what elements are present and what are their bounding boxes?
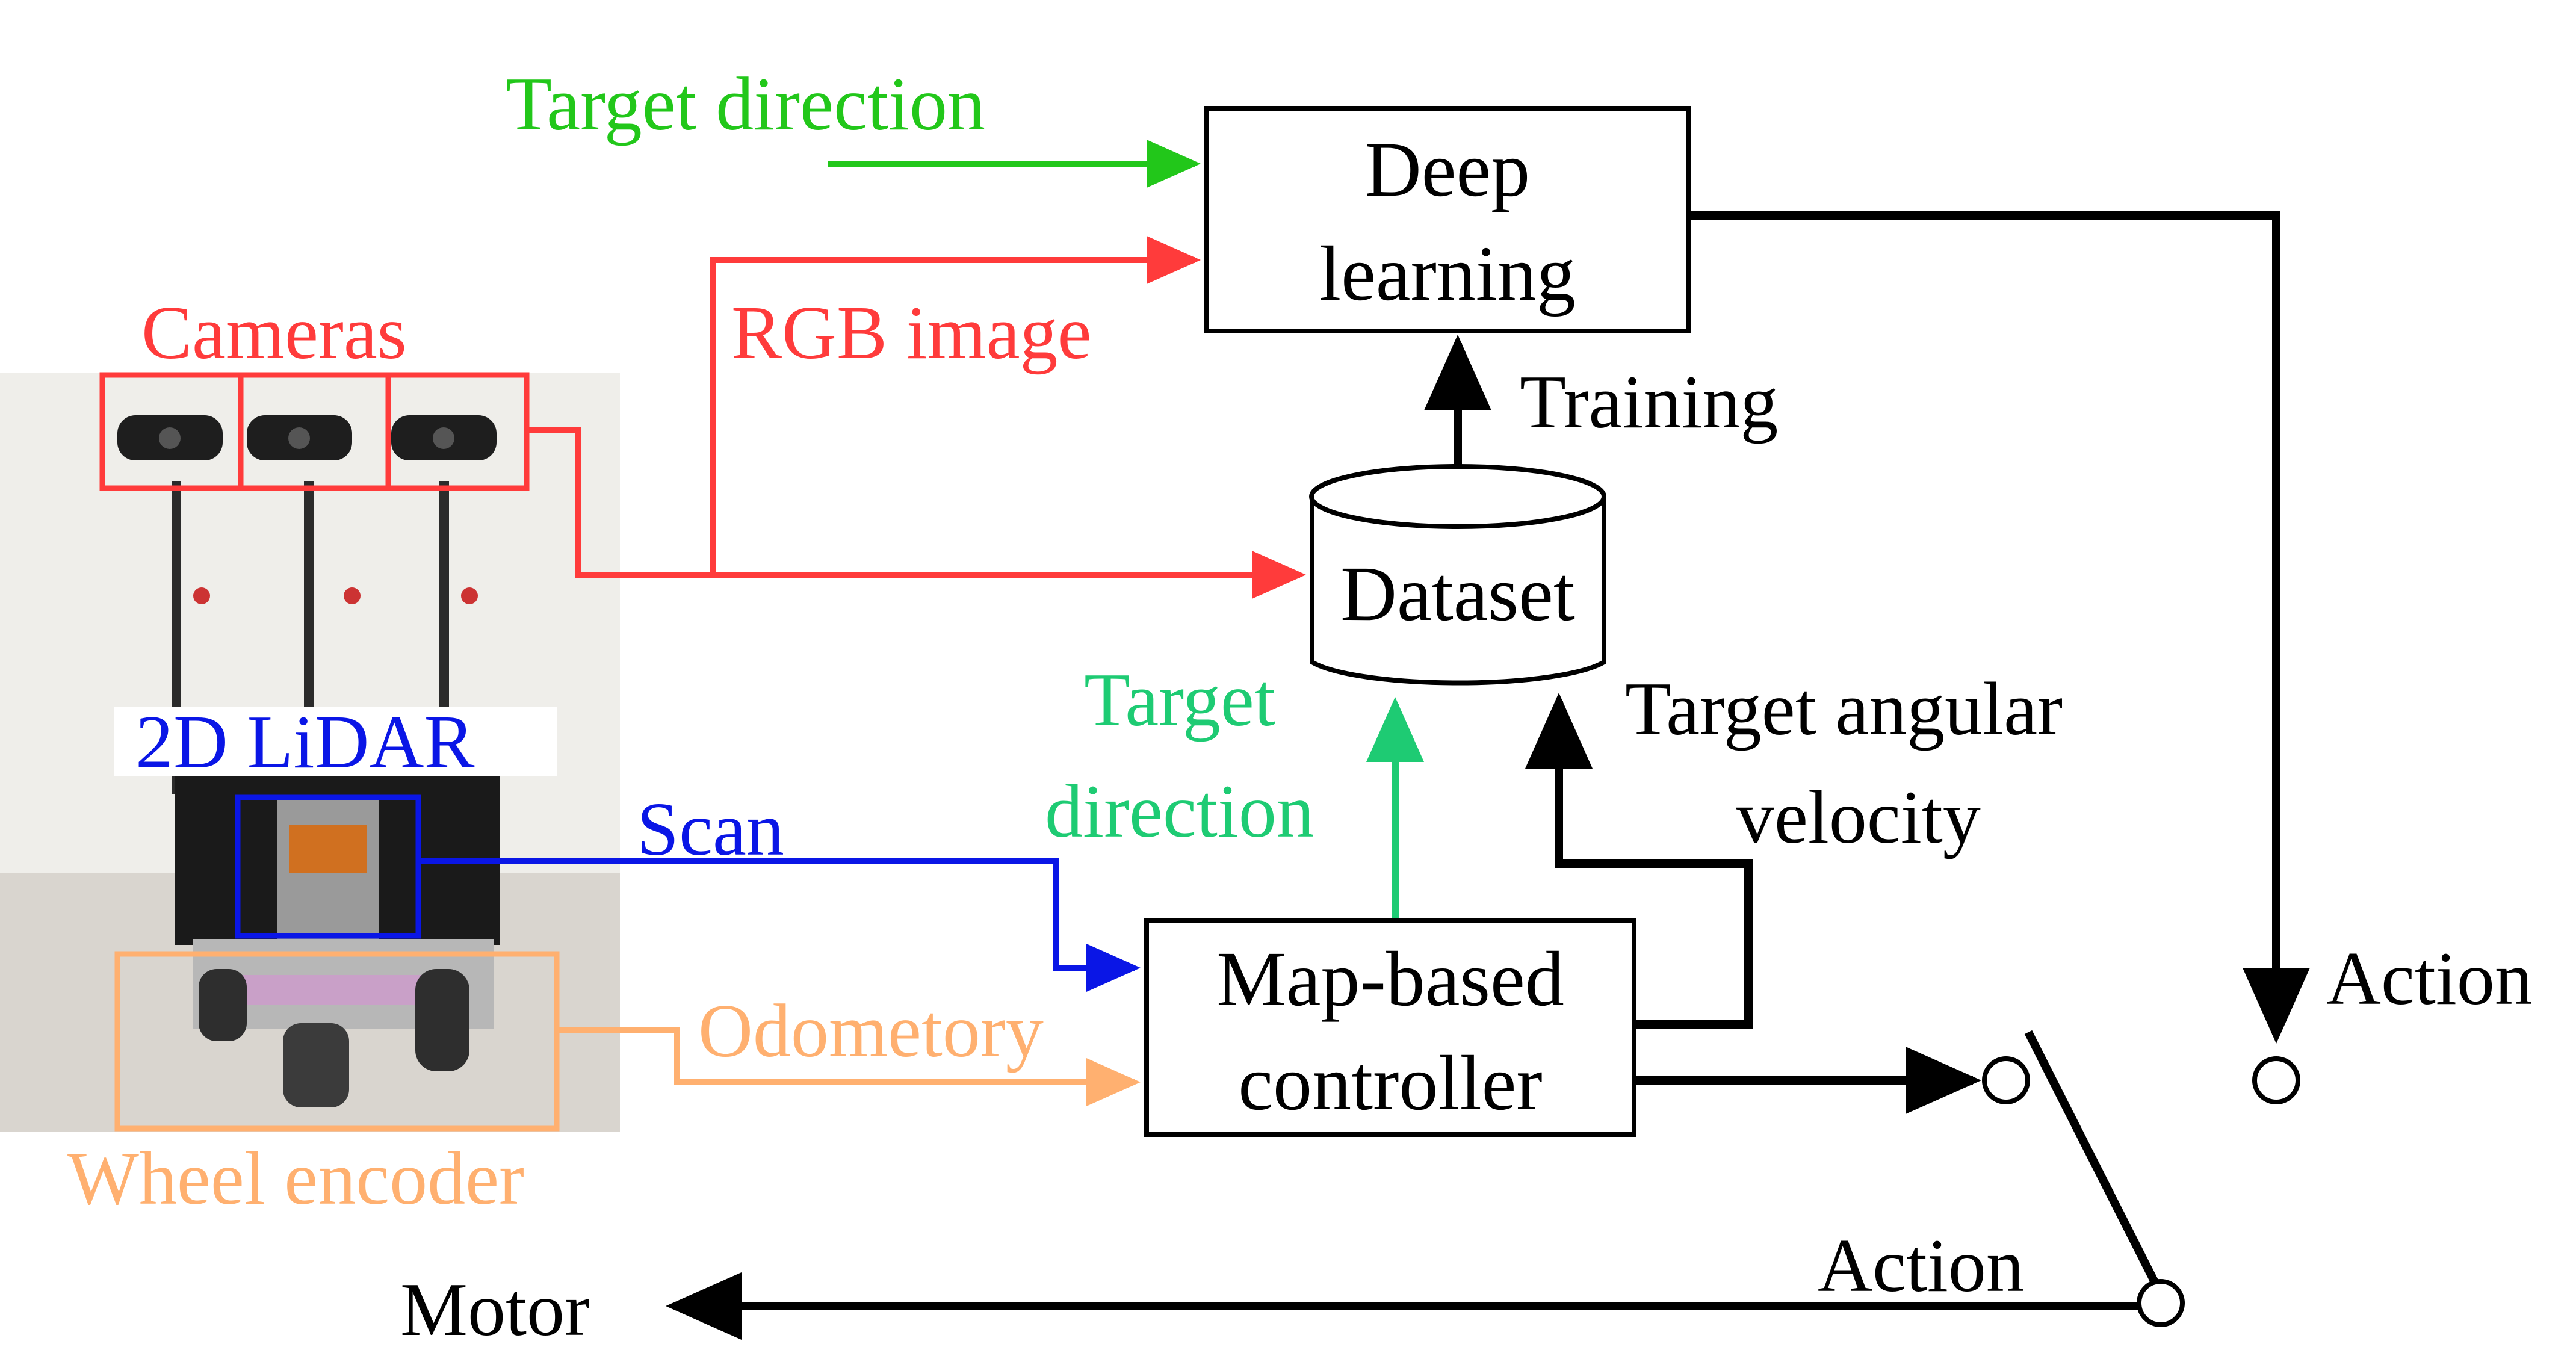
- label-target-direction-top: Target direction: [506, 63, 985, 146]
- map-based-controller-block: [1144, 918, 1636, 1137]
- label-odometry: Odometory: [698, 989, 1044, 1073]
- label-wheel-encoder: Wheel encoder: [67, 1137, 524, 1221]
- dataset-label: Dataset: [1340, 551, 1575, 637]
- wheel-encoder-highlight-box: [114, 951, 560, 1132]
- label-training: Training: [1520, 361, 1778, 444]
- deep-learning-label-2: learning: [1319, 231, 1576, 317]
- robot-photo: [0, 373, 620, 1132]
- controller-label-1: Map-based: [1216, 936, 1564, 1023]
- controller-label-2: controller: [1238, 1040, 1542, 1127]
- deep-learning-block: [1204, 106, 1691, 333]
- label-target-direction-mid-1: Target: [1084, 658, 1275, 742]
- label-target-direction-mid-2: direction: [1045, 770, 1314, 853]
- label-cameras: Cameras: [141, 291, 407, 375]
- arrow-odometry: [557, 1027, 1141, 1106]
- switch-contact-deep-learning: [2252, 1056, 2300, 1104]
- label-rgb-image: RGB image: [731, 291, 1091, 375]
- arrow-deep-learning-action: [1688, 211, 2310, 1044]
- label-motor: Motor: [400, 1268, 590, 1352]
- arrow-cameras-to-dataset: [527, 427, 1306, 599]
- arrow-rgb-to-deep-learning: [710, 236, 1201, 575]
- deep-learning-label-1: Deep: [1365, 126, 1530, 213]
- switch-lever: [2024, 1030, 2159, 1284]
- switch-pivot: [2137, 1279, 2185, 1327]
- arrow-scan: [418, 858, 1141, 992]
- label-action-bottom: Action: [1818, 1224, 2024, 1308]
- dataset-cylinder: [1309, 464, 1606, 686]
- label-action-right: Action: [2326, 937, 2533, 1021]
- label-target-angular-velocity-1: Target angular: [1625, 667, 2063, 751]
- label-target-angular-velocity-2: velocity: [1736, 776, 1981, 859]
- label-scan: Scan: [637, 788, 784, 872]
- lidar-highlight-box: [235, 794, 421, 939]
- label-2d-lidar: 2D LiDAR: [135, 701, 475, 784]
- switch-contact-controller: [1982, 1056, 2030, 1104]
- arrow-target-angular-velocity: [1525, 693, 1753, 1029]
